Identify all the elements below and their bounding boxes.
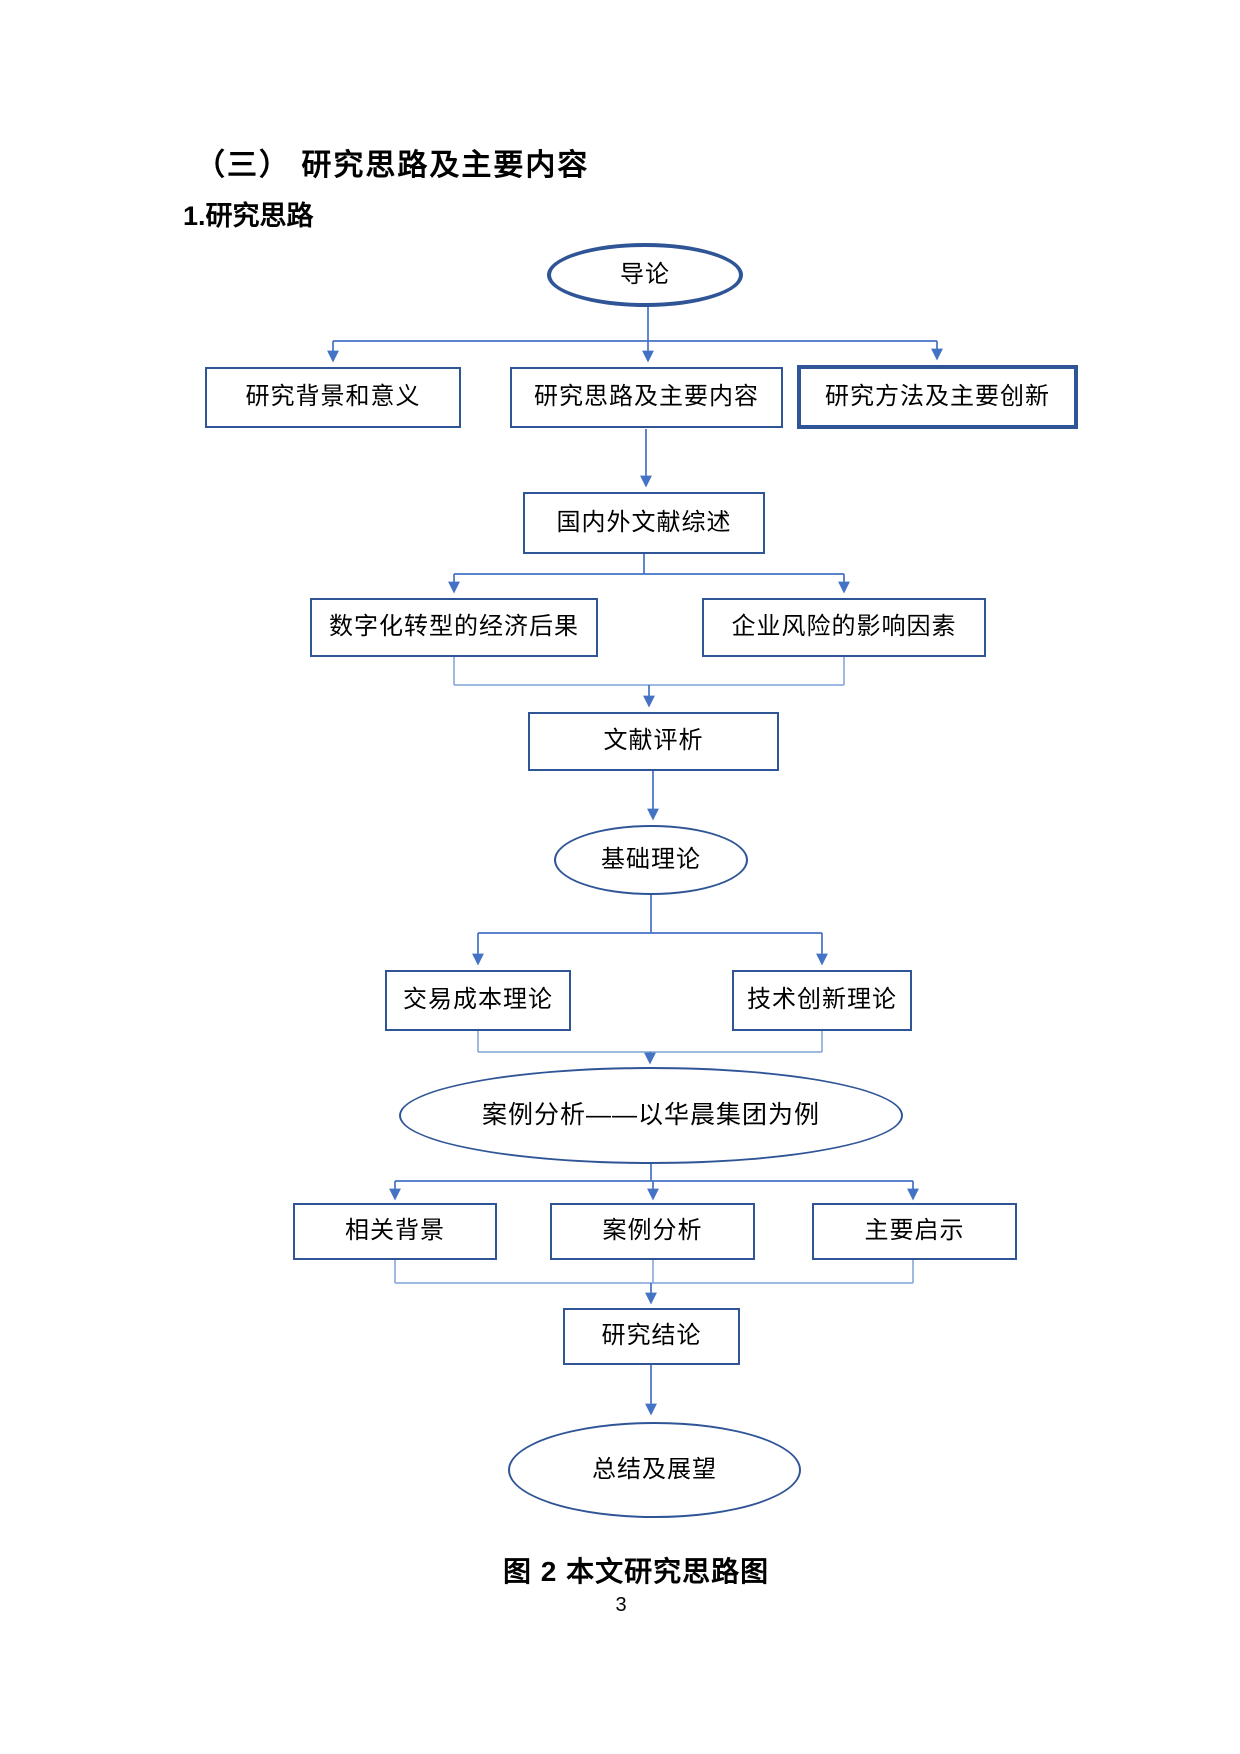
node-case-analysis-label: 案例分析 (602, 1217, 703, 1245)
connector-literature-branch (448, 554, 850, 594)
node-literature-review-overview-label: 国内外文献综述 (556, 508, 732, 536)
subsection-heading: 1.研究思路 (183, 201, 314, 231)
node-basic-theory: 基础理论 (554, 825, 748, 895)
node-case-analysis-huachen-group: 案例分析——以华晨集团为例 (399, 1067, 903, 1164)
node-summary-outlook: 总结及展望 (508, 1422, 801, 1518)
node-enterprise-risk-factors-label: 企业风险的影响因素 (731, 613, 957, 641)
node-literature-evaluation-label: 文献评析 (603, 727, 704, 755)
node-case-analysis-huachen-group-label: 案例分析——以华晨集团为例 (481, 1100, 820, 1129)
node-main-implications-label: 主要启示 (864, 1217, 965, 1245)
node-literature-evaluation: 文献评析 (528, 712, 779, 771)
connector-theory-branch (472, 895, 828, 966)
node-related-background: 相关背景 (293, 1203, 497, 1260)
connector-intro-to-row1 (327, 307, 943, 363)
node-summary-outlook-label: 总结及展望 (592, 1455, 717, 1483)
connector-merge-to-conclusion (394, 1260, 914, 1305)
node-literature-review-overview: 国内外文献综述 (523, 492, 765, 554)
node-research-background-significance: 研究背景和意义 (205, 367, 461, 428)
page-number: 3 (615, 1594, 627, 1616)
connector-case-branch (389, 1164, 919, 1201)
connector-merge-to-case (477, 1031, 823, 1065)
figure-caption: 图 2 本文研究思路图 (503, 1556, 770, 1587)
connector-merge-to-review (453, 657, 845, 708)
node-transaction-cost-theory-label: 交易成本理论 (403, 986, 553, 1014)
node-digital-transformation-consequences-label: 数字化转型的经济后果 (329, 613, 579, 641)
node-research-ideas-main-content-label: 研究思路及主要内容 (534, 383, 759, 411)
node-technology-innovation-theory: 技术创新理论 (732, 970, 912, 1031)
node-introduction-label: 导论 (620, 260, 670, 288)
node-main-implications: 主要启示 (812, 1203, 1017, 1260)
node-basic-theory-label: 基础理论 (601, 845, 701, 873)
node-research-background-significance-label: 研究背景和意义 (245, 383, 421, 411)
section-heading: （三） 研究思路及主要内容 (195, 149, 590, 182)
node-research-conclusion-label: 研究结论 (601, 1322, 702, 1350)
node-digital-transformation-consequences: 数字化转型的经济后果 (310, 598, 598, 657)
node-research-methods-innovation: 研究方法及主要创新 (797, 365, 1078, 429)
node-research-ideas-main-content: 研究思路及主要内容 (510, 367, 783, 428)
node-related-background-label: 相关背景 (345, 1217, 445, 1245)
node-technology-innovation-theory-label: 技术创新理论 (747, 986, 897, 1014)
node-enterprise-risk-factors: 企业风险的影响因素 (702, 598, 986, 657)
node-research-conclusion: 研究结论 (563, 1308, 740, 1365)
node-research-methods-innovation-label: 研究方法及主要创新 (825, 382, 1050, 410)
node-case-analysis: 案例分析 (550, 1203, 755, 1260)
node-transaction-cost-theory: 交易成本理论 (385, 970, 571, 1031)
node-introduction: 导论 (547, 243, 743, 307)
